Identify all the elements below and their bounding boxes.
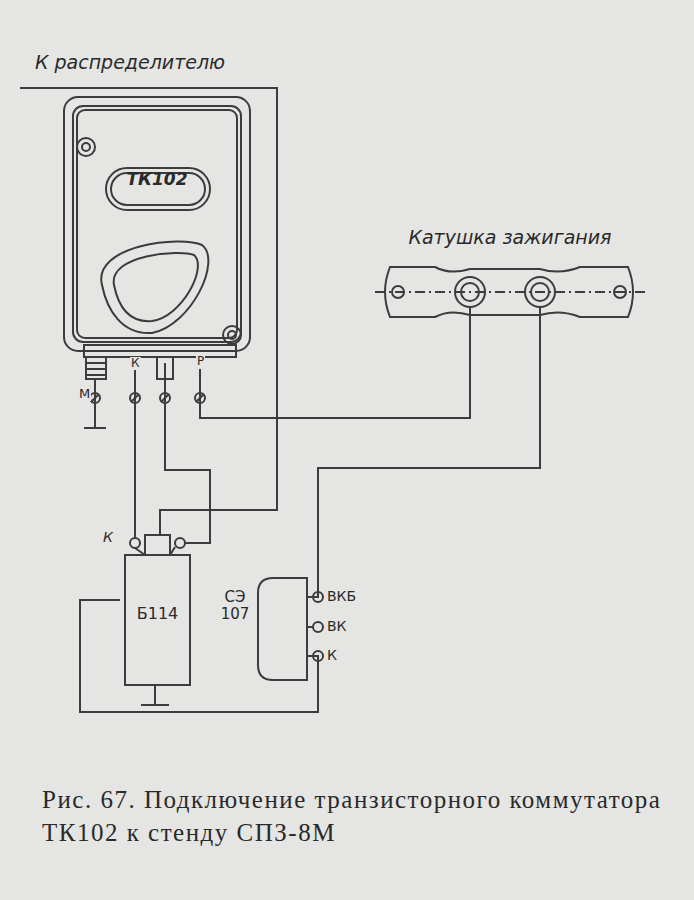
terminal-label: К [103,530,113,545]
terminal-label: М [78,387,91,401]
ignition-coil: Катушка зажигания [380,225,640,325]
distributor-wire [20,88,277,535]
wire [200,325,470,418]
terminal-label: К [130,357,141,370]
stand-block: СЭ 107 [215,575,312,685]
figure-caption: Рис. 67. Подключение транзисторного комм… [42,784,662,849]
wire-label: К распределителю [35,52,225,73]
wire [134,380,136,535]
terminal-label: Р [196,355,205,368]
ground-symbol [84,380,169,705]
wire [165,380,210,543]
ballast-unit: Б114 [120,535,195,685]
node-text: Катушка зажигания [408,227,611,248]
wire [80,600,318,712]
terminal-label: ВКБ [327,589,356,604]
terminal-screws [90,393,205,403]
commutator-box: ТК102 [62,95,252,380]
stand-terminals [313,592,323,661]
terminal-label: К [327,648,337,663]
node-text: ТК102 [127,170,188,189]
node-text: СЭ 107 [215,589,255,622]
terminal-label: ВК [327,619,347,634]
node-outline [62,95,252,380]
node-text: Б114 [137,605,179,623]
wire [312,325,540,597]
